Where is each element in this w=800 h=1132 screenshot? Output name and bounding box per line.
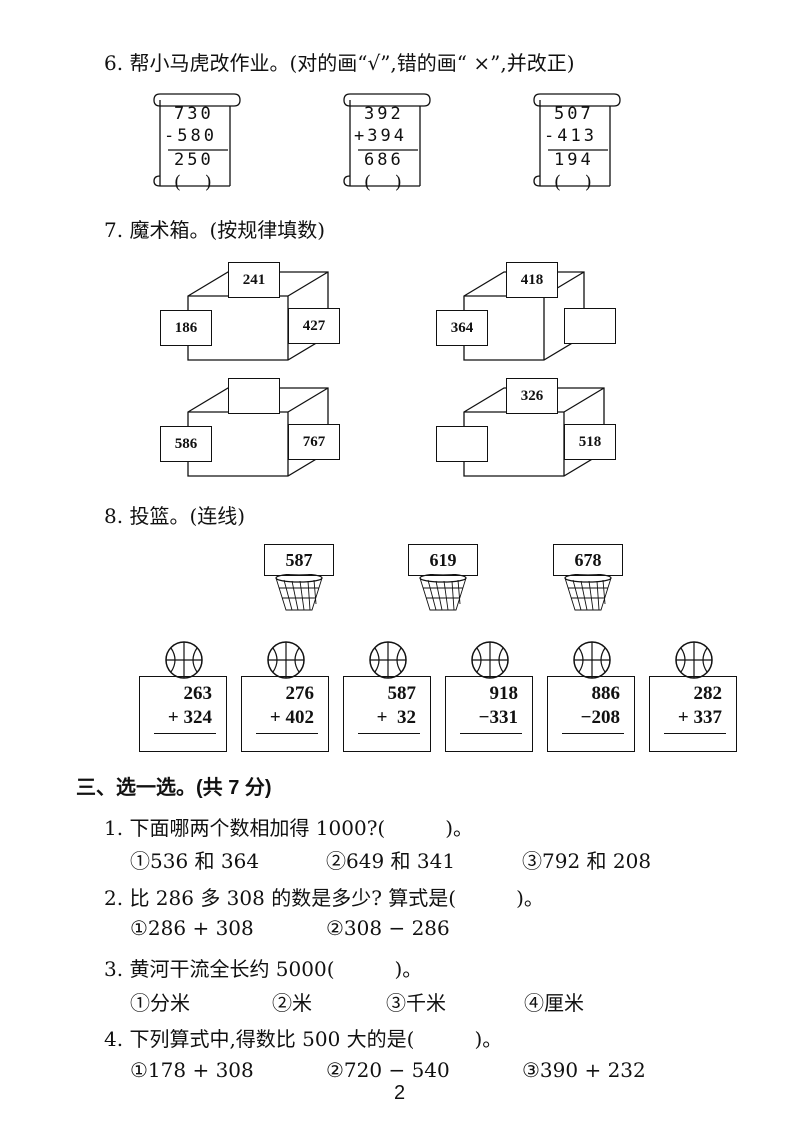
addend-bottom: -580 xyxy=(164,126,217,146)
question-1: 1. 下面哪两个数相加得 1000?( )。 xyxy=(104,816,474,840)
card-bottom-number: + 324 xyxy=(167,707,212,728)
ball-card-2[interactable]: 276 + 402 xyxy=(241,640,329,752)
basketball-icon xyxy=(573,641,611,679)
ball-card-6[interactable]: 282 + 337 xyxy=(649,640,737,752)
card-bottom-number: + 32 xyxy=(376,707,416,728)
box-left-blank[interactable] xyxy=(436,426,488,462)
ball-card-4[interactable]: 918 −331 xyxy=(445,640,533,752)
card-top-number: 886 xyxy=(591,683,621,704)
basketball-icon xyxy=(267,641,305,679)
basketball-icon xyxy=(471,641,509,679)
addend-top: 730 xyxy=(174,104,214,124)
card-bottom-number: −331 xyxy=(478,707,518,728)
magic-box-1: 241 186 427 xyxy=(160,262,350,372)
option-3-3[interactable]: ③千米 xyxy=(386,991,446,1015)
box-right: 767 xyxy=(288,424,340,460)
basketball-icon xyxy=(369,641,407,679)
basketball-icon xyxy=(165,641,203,679)
card-bottom-number: −208 xyxy=(580,707,620,728)
box-right: 427 xyxy=(288,308,340,344)
result: 194 xyxy=(554,150,594,170)
box-left: 364 xyxy=(436,310,488,346)
addend-bottom: -413 xyxy=(544,126,597,146)
section-3-title: 三、选一选。(共 7 分) xyxy=(76,777,272,799)
ball-card-5[interactable]: 886 −208 xyxy=(547,640,635,752)
card-top-number: 587 xyxy=(387,683,417,704)
option-2-2[interactable]: ②308 − 286 xyxy=(326,916,450,940)
addend-top: 392 xyxy=(364,104,404,124)
scroll-card-3: 507 -413 194 ( ) xyxy=(530,86,621,193)
box-right-blank[interactable] xyxy=(564,308,616,344)
card-top-number: 263 xyxy=(183,683,213,704)
scroll-card-1: 730 -580 250 ( ) xyxy=(150,86,241,193)
box-top: 418 xyxy=(506,262,558,298)
page-number: 2 xyxy=(394,1082,406,1104)
scroll-icon xyxy=(533,93,621,187)
answer-blank[interactable]: ( ) xyxy=(364,172,402,193)
option-1-3[interactable]: ③792 和 208 xyxy=(522,849,652,873)
hoop-number: 587 xyxy=(264,544,334,576)
option-3-1[interactable]: ①分米 xyxy=(130,991,190,1015)
box-left: 186 xyxy=(160,310,212,346)
result: 686 xyxy=(364,150,404,170)
option-4-1[interactable]: ①178 + 308 xyxy=(130,1058,254,1082)
answer-blank[interactable]: ( ) xyxy=(554,172,592,193)
q7-title: 7. 魔术箱。(按规律填数) xyxy=(104,218,326,242)
option-1-1[interactable]: ①536 和 364 xyxy=(130,849,260,873)
card-top-number: 282 xyxy=(693,683,723,704)
option-3-4[interactable]: ④厘米 xyxy=(524,991,584,1015)
card-bottom-number: + 402 xyxy=(269,707,314,728)
option-3-2[interactable]: ②米 xyxy=(272,991,312,1015)
basket-net-icon xyxy=(564,574,612,611)
addend-bottom: +394 xyxy=(354,126,407,146)
option-1-2[interactable]: ②649 和 341 xyxy=(326,849,456,873)
option-4-3[interactable]: ③390 + 232 xyxy=(522,1058,646,1082)
box-top: 326 xyxy=(506,378,558,414)
addend-top: 507 xyxy=(554,104,594,124)
answer-blank[interactable]: ( ) xyxy=(174,172,212,193)
option-4-2[interactable]: ②720 − 540 xyxy=(326,1058,450,1082)
ball-card-1[interactable]: 263 + 324 xyxy=(139,640,227,752)
q8-title: 8. 投篮。(连线) xyxy=(104,504,246,528)
ball-card-3[interactable]: 587 + 32 xyxy=(343,640,431,752)
hoop-number: 619 xyxy=(408,544,478,576)
magic-box-2: 418 364 xyxy=(436,262,626,372)
q6-title: 6. 帮小马虎改作业。(对的画“√”,错的画“ ×”,并改正) xyxy=(104,51,575,75)
option-2-1[interactable]: ①286 + 308 xyxy=(130,916,254,940)
basket-net-icon xyxy=(419,574,467,611)
hoop-number: 678 xyxy=(553,544,623,576)
box-top-blank[interactable] xyxy=(228,378,280,414)
card-top-number: 276 xyxy=(285,683,315,704)
box-right: 518 xyxy=(564,424,616,460)
magic-box-3: 586 767 xyxy=(160,378,350,488)
card-bottom-number: + 337 xyxy=(677,707,722,728)
scroll-icon xyxy=(153,93,241,187)
question-3: 3. 黄河干流全长约 5000( )。 xyxy=(104,957,423,981)
basket-net-icon xyxy=(275,574,323,611)
scroll-card-2: 392 +394 686 ( ) xyxy=(340,86,431,193)
result: 250 xyxy=(174,150,214,170)
box-left: 586 xyxy=(160,426,212,462)
box-top: 241 xyxy=(228,262,280,298)
basketball-icon xyxy=(675,641,713,679)
question-2: 2. 比 286 多 308 的数是多少? 算式是( )。 xyxy=(104,886,544,910)
scroll-icon xyxy=(343,93,431,187)
magic-box-4: 326 518 xyxy=(436,378,626,488)
card-top-number: 918 xyxy=(489,683,519,704)
question-4: 4. 下列算式中,得数比 500 大的是( )。 xyxy=(104,1027,503,1051)
